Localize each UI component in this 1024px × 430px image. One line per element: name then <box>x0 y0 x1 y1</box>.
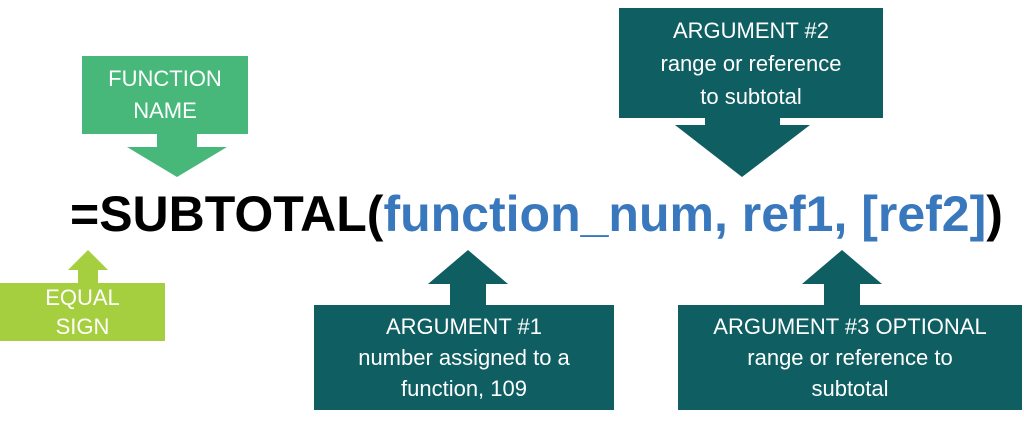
argument2-box: ARGUMENT #2 range or reference to subtot… <box>619 8 883 118</box>
argument2-line2: range or reference <box>660 51 842 76</box>
argument2-line3: to subtotal <box>700 84 802 109</box>
formula-prefix: =SUBTOTAL( <box>70 186 384 242</box>
function-name-box: FUNCTION NAME <box>82 56 248 134</box>
argument2-arrow <box>675 117 810 177</box>
equal-sign-arrow <box>68 250 108 285</box>
argument1-line2: number assigned to a <box>358 345 570 370</box>
argument3-line2: range or reference to <box>747 345 953 370</box>
function-name-line1: FUNCTION <box>108 66 222 91</box>
equal-sign-box: EQUAL SIGN <box>0 283 165 341</box>
subtotal-formula: =SUBTOTAL(function_num, ref1, [ref2]) <box>70 184 1003 244</box>
function-name-arrow <box>127 127 227 177</box>
argument2-line1: ARGUMENT #2 <box>672 18 830 43</box>
formula-args: function_num, ref1, [ref2] <box>383 186 987 242</box>
function-name-line2: NAME <box>133 98 197 123</box>
argument3-arrow <box>802 250 882 306</box>
argument1-line3: function, 109 <box>401 376 527 401</box>
equal-sign-line1: EQUAL <box>45 285 120 310</box>
argument3-box: ARGUMENT #3 OPTIONAL range or reference … <box>678 305 1022 410</box>
argument1-arrow <box>428 250 508 306</box>
equal-sign-line2: SIGN <box>55 314 110 339</box>
argument3-line1: ARGUMENT #3 OPTIONAL <box>713 314 987 339</box>
argument1-line1: ARGUMENT #1 <box>385 314 543 339</box>
formula-suffix: ) <box>986 186 1003 242</box>
argument3-line3: subtotal <box>811 376 889 401</box>
argument1-box: ARGUMENT #1 number assigned to a functio… <box>314 305 614 410</box>
